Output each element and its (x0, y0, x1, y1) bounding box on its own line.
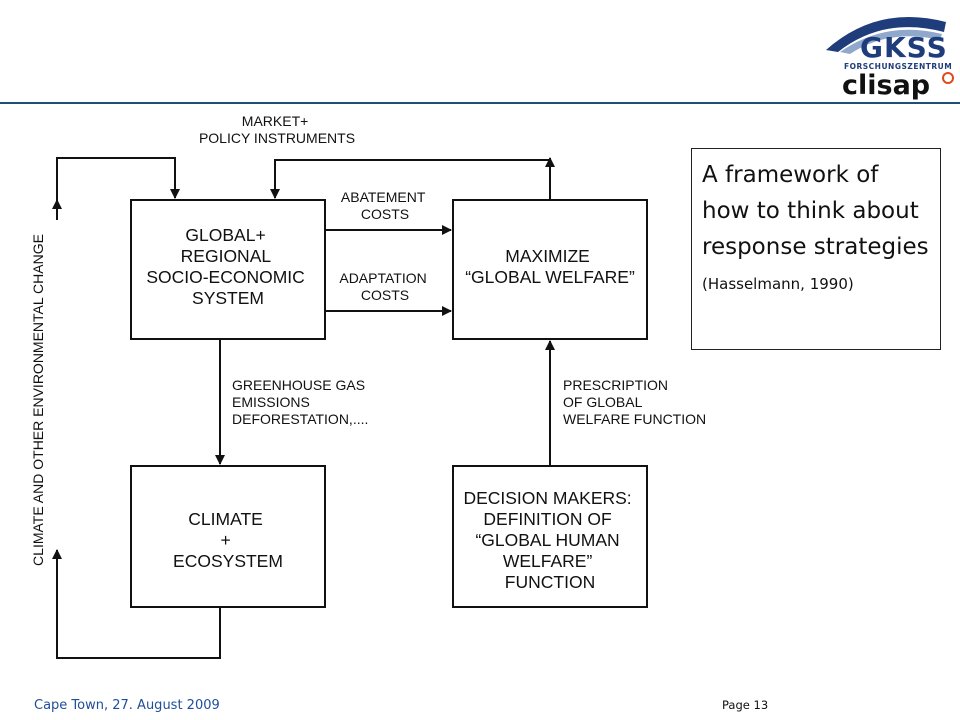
environment-loop-lower (56, 567, 221, 659)
logo-area: GKSS FORSCHUNGSZENTRUM clisap (818, 8, 960, 102)
environment-change-label: CLIMATE AND OTHER ENVIRONMENTAL CHANGE (30, 234, 46, 566)
callout-title: A framework of how to think about respon… (702, 162, 929, 260)
footer-page-number: Page 13 (722, 698, 769, 712)
policy-in-arrow (270, 159, 550, 199)
climate-ecosystem-box (130, 465, 326, 608)
callout-citation: (Hasselmann, 1990) (702, 275, 854, 293)
footer-location-date: Cape Town, 27. August 2009 (34, 698, 220, 713)
decision-makers-text: DECISION MAKERS: DEFINITION OF “GLOBAL H… (463, 488, 636, 592)
header-divider (0, 102, 960, 104)
abatement-costs-label: ABATEMENT COSTS (341, 189, 429, 222)
emissions-label: GREENHOUSE GAS EMISSIONS DEFORESTATION,.… (232, 377, 369, 427)
prescription-label: PRESCRIPTION OF GLOBAL WELFARE FUNCTION (563, 377, 706, 427)
environment-loop-upper (56, 157, 180, 200)
climate-ecosystem-text: CLIMATE + ECOSYSTEM (173, 509, 283, 571)
clisap-ring-icon (942, 72, 954, 84)
global-welfare-text: MAXIMIZE “GLOBAL WELFARE” (465, 246, 635, 287)
framework-callout: A framework of how to think about respon… (691, 148, 941, 350)
socio-economic-text: GLOBAL+ REGIONAL SOCIO-ECONOMIC SYSTEM (146, 225, 309, 308)
adaptation-costs-label: ADAPTATION COSTS (339, 270, 430, 303)
market-label: MARKET+ POLICY INSTRUMENTS (199, 113, 355, 146)
gkss-logo-subtext: FORSCHUNGSZENTRUM (844, 62, 953, 71)
gkss-arc-logo-icon (826, 16, 946, 54)
clisap-logo-text: clisap (842, 70, 931, 101)
gkss-logo-text: GKSS (860, 31, 948, 64)
socio-economic-box (130, 199, 326, 340)
